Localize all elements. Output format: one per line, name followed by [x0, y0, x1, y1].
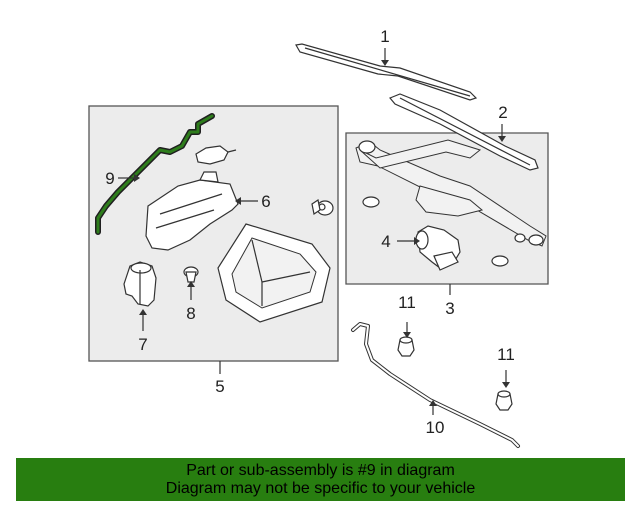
wiper-arm-part-2[interactable]	[389, 93, 539, 171]
label-part-11b: 11	[497, 345, 515, 364]
washer-hose-part-10[interactable]	[351, 322, 520, 448]
label-part-11a: 11	[398, 293, 416, 312]
wiper-blade-part-1[interactable]	[295, 43, 478, 101]
grommet-part[interactable]	[311, 199, 334, 216]
label-part-2: 2	[498, 103, 507, 122]
label-part-10: 10	[426, 418, 445, 437]
label-part-5: 5	[215, 377, 224, 396]
label-part-3: 3	[445, 299, 454, 318]
notice-line-2: Diagram may not be specific to your vehi…	[165, 479, 476, 497]
label-part-6: 6	[261, 192, 270, 211]
grommet-plug-part-8[interactable]	[183, 266, 199, 283]
reservoir-cap[interactable]	[195, 145, 237, 165]
diagram-notice-banner: Part or sub-assembly is #9 in diagram Di…	[16, 458, 625, 501]
washer-nozzle-part-11b[interactable]	[495, 390, 513, 411]
washer-pump-part-7[interactable]	[123, 261, 157, 307]
label-part-8: 8	[186, 304, 195, 323]
washer-nozzle-part-11a[interactable]	[397, 336, 415, 357]
wiper-motor-part-4[interactable]	[415, 225, 461, 271]
wiper-linkage-part-3[interactable]	[355, 139, 547, 267]
label-part-1: 1	[380, 27, 389, 46]
group-box-5	[88, 105, 339, 362]
label-part-9: 9	[105, 169, 114, 188]
reservoir-tray[interactable]	[217, 223, 331, 323]
label-part-4: 4	[381, 232, 390, 251]
hose-highlight	[96, 114, 214, 234]
washer-reservoir-part-6[interactable]	[145, 171, 239, 251]
label-part-7: 7	[138, 335, 147, 354]
washer-hose-part-9[interactable]	[95, 113, 215, 235]
notice-line-1: Part or sub-assembly is #9 in diagram	[186, 461, 455, 479]
